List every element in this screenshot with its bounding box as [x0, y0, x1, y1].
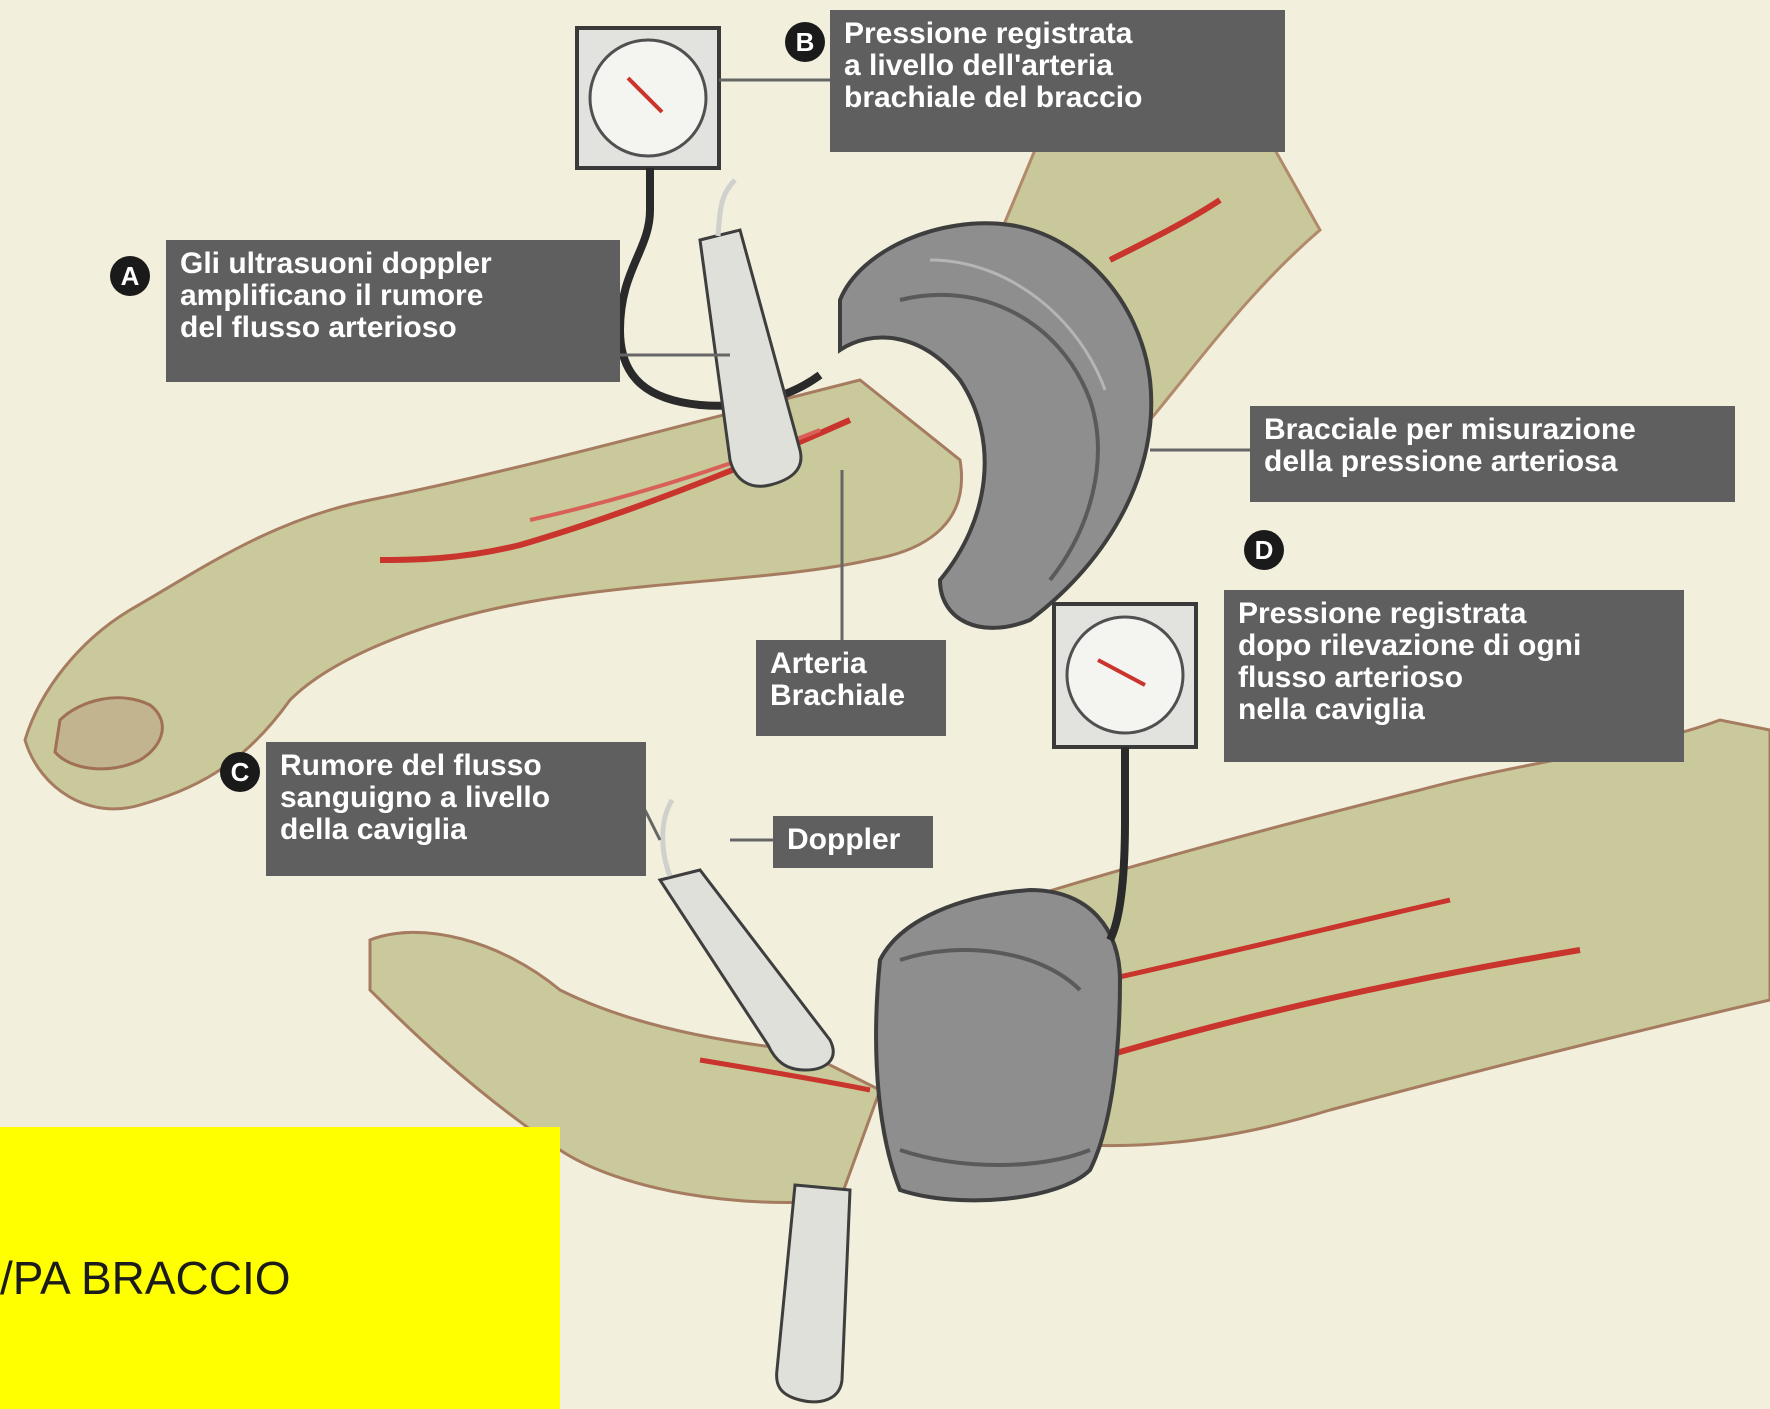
- callout-cuff-line-1: Bracciale per misurazione: [1264, 414, 1721, 446]
- yellow-label-box: /PA BRACCIO: [0, 1127, 560, 1409]
- badge-d: D: [1244, 530, 1284, 570]
- leg-cuff: [876, 890, 1120, 1200]
- callout-doppler: Doppler: [773, 816, 933, 868]
- callout-b: Pressione registrata a livello dell'arte…: [830, 10, 1285, 152]
- probe-bottom-body: [777, 1185, 850, 1402]
- callout-cuff: Bracciale per misurazione della pression…: [1250, 406, 1735, 502]
- callout-d: Pressione registrata dopo rilevazione di…: [1224, 590, 1684, 762]
- callout-a-line-2: amplificano il rumore: [180, 280, 606, 312]
- callout-a-line-1: Gli ultrasuoni doppler: [180, 248, 606, 280]
- leader-c: [645, 810, 660, 840]
- doppler-probe-foot-cable: [663, 800, 672, 876]
- callout-doppler-line-1: Doppler: [787, 824, 919, 856]
- callout-d-line-3: flusso arterioso: [1238, 662, 1670, 694]
- callout-b-line-2: a livello dell'arteria: [844, 50, 1271, 82]
- callout-c: Rumore del flusso sanguigno a livello de…: [266, 742, 646, 876]
- yellow-label-text: /PA BRACCIO: [0, 1251, 291, 1305]
- callout-c-line-1: Rumore del flusso: [280, 750, 632, 782]
- callout-d-line-2: dopo rilevazione di ogni: [1238, 630, 1670, 662]
- callout-b-line-1: Pressione registrata: [844, 18, 1271, 50]
- badge-b: B: [785, 22, 825, 62]
- badge-a: A: [110, 256, 150, 296]
- lower-leg: [1020, 720, 1770, 1146]
- callout-b-line-3: brachiale del braccio: [844, 82, 1271, 114]
- callout-a-line-3: del flusso arterioso: [180, 312, 606, 344]
- callout-c-line-3: della caviglia: [280, 814, 632, 846]
- doppler-probe-arm-cable: [718, 180, 735, 236]
- callout-d-line-4: nella caviglia: [1238, 694, 1670, 726]
- callout-c-line-2: sanguigno a livello: [280, 782, 632, 814]
- probe-bottom: [777, 1185, 850, 1402]
- badge-c: C: [220, 752, 260, 792]
- callout-artery-line-2: Brachiale: [770, 680, 932, 712]
- callout-artery: Arteria Brachiale: [756, 640, 946, 736]
- callout-d-line-1: Pressione registrata: [1238, 598, 1670, 630]
- callout-cuff-line-2: della pressione arteriosa: [1264, 446, 1721, 478]
- callout-a: Gli ultrasuoni doppler amplificano il ru…: [166, 240, 620, 382]
- callout-artery-line-1: Arteria: [770, 648, 932, 680]
